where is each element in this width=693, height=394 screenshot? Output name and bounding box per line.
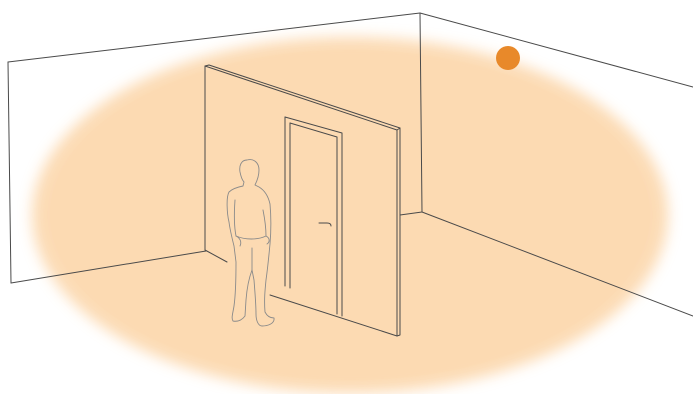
ceiling-sensor [496,46,520,70]
room-walls [7,12,693,317]
door [284,116,343,317]
coverage-glow-core [50,50,650,380]
person-figure [226,159,275,327]
coverage-glow [32,37,668,393]
partition-wall [204,64,401,337]
